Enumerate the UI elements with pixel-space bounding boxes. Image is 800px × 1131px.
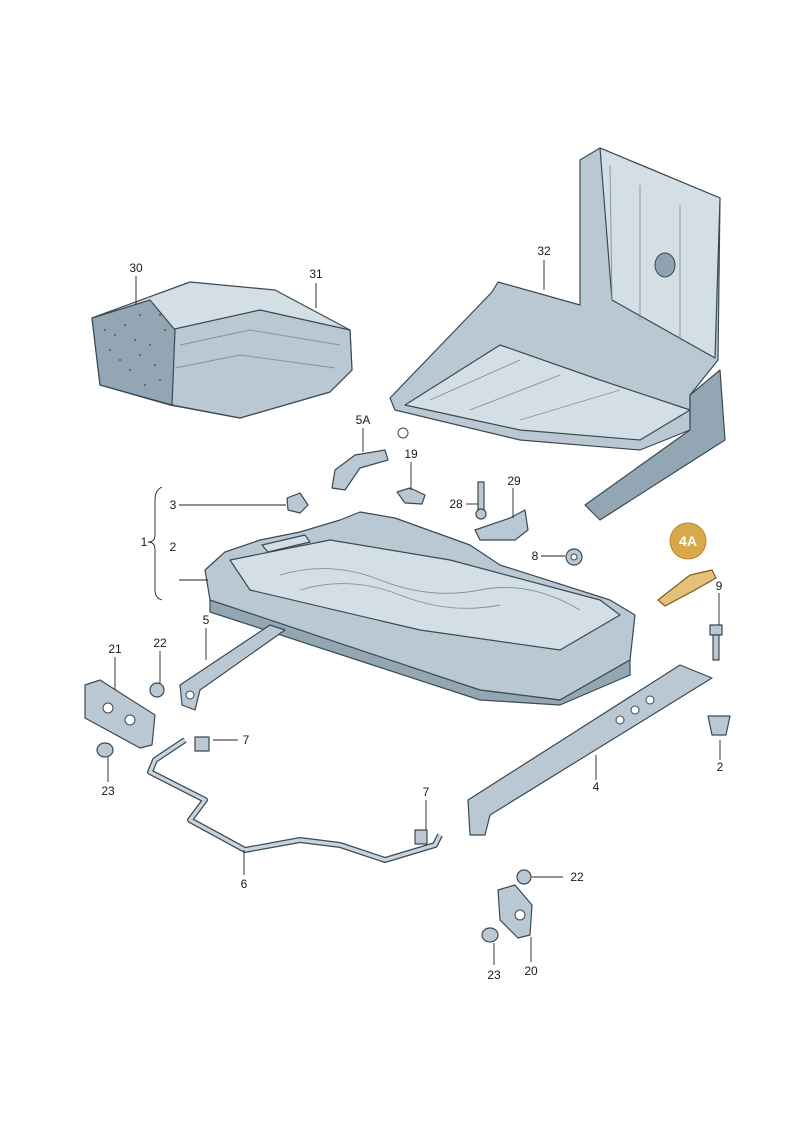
- clip-7-upper-part: [194, 736, 210, 752]
- bracket-21-part: [84, 679, 156, 749]
- callout-20: 20: [524, 964, 538, 978]
- clip-7-lower-part: [414, 829, 428, 845]
- nut-22-right-part: [516, 869, 532, 885]
- rail-4-part: [467, 664, 713, 836]
- callout-4: 4: [593, 780, 600, 794]
- callout-28: 28: [449, 497, 463, 511]
- bracket-29-part: [474, 509, 529, 541]
- callout-5: 5: [203, 613, 210, 627]
- callout-4a: 4A: [679, 533, 697, 549]
- callout-29: 29: [507, 474, 521, 488]
- seat-cushion-foam-part: [91, 281, 353, 419]
- callout-23-right: 23: [487, 968, 501, 982]
- callout-1: 1: [141, 535, 148, 549]
- callout-7-upper: 7: [243, 733, 250, 747]
- nut-8-part: [565, 548, 583, 566]
- cap-23-right-part: [481, 927, 499, 943]
- leader-lines: [107, 260, 721, 965]
- callout-4a-badge: 4A: [669, 522, 707, 560]
- callout-6: 6: [241, 877, 248, 891]
- callout-22-right: 22: [570, 870, 584, 884]
- callout-21: 21: [108, 642, 122, 656]
- callout-5a: 5A: [356, 413, 371, 427]
- callout-2-lower: 2: [717, 760, 724, 774]
- callout-31: 31: [309, 267, 323, 281]
- callout-19: 19: [404, 447, 418, 461]
- callout-22-left: 22: [153, 636, 167, 650]
- clip-19-part: [396, 487, 426, 505]
- callout-23-left: 23: [101, 784, 115, 798]
- callout-3: 3: [170, 498, 177, 512]
- clip-3-part: [286, 492, 309, 514]
- callout-2-upper: 2: [170, 540, 177, 554]
- bracket-5a-part: [331, 449, 389, 491]
- nut-22-left-part: [149, 682, 165, 698]
- wire-rod-6-part: [147, 737, 443, 863]
- bolt-9-part: [709, 624, 723, 661]
- callout-32: 32: [537, 244, 551, 258]
- rail-5-part: [179, 624, 286, 711]
- callout-7-lower: 7: [423, 785, 430, 799]
- cap-23-left-part: [96, 742, 114, 758]
- buffer-2-part: [707, 715, 731, 736]
- callout-9: 9: [716, 579, 723, 593]
- rivet-28-part: [475, 481, 487, 520]
- bracket-4a-part: [657, 569, 717, 607]
- seat-pan-part: [204, 511, 636, 706]
- bracket-20-part: [497, 884, 533, 939]
- callout-8: 8: [532, 549, 539, 563]
- callout-30: 30: [129, 261, 143, 275]
- seat-frame-part: [389, 147, 726, 521]
